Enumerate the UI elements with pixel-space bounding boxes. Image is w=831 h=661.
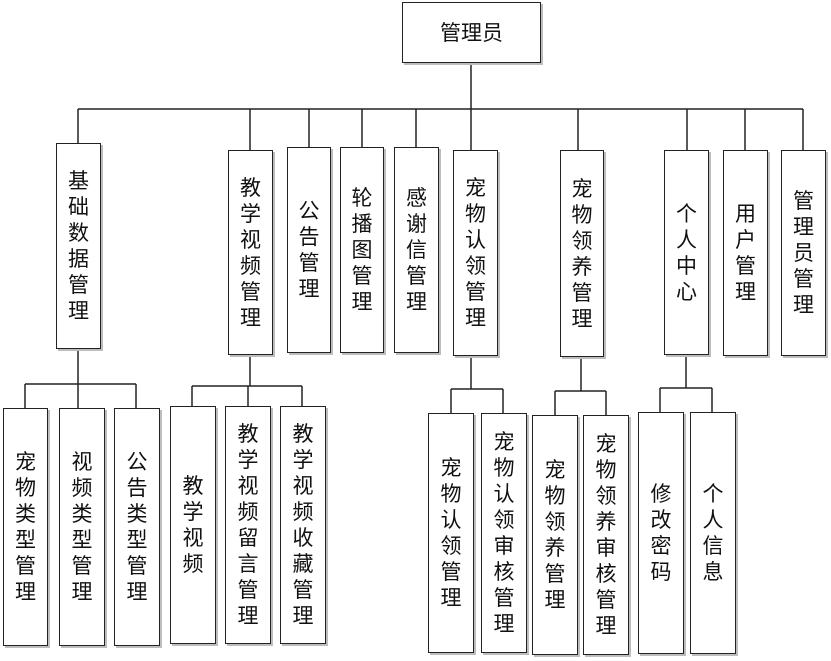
module-pet-adopt: 宠物领养管理 — [560, 150, 604, 357]
submodule-personal-info: 个人信息 — [690, 412, 736, 654]
module-basic-data-label: 基础数据管理 — [68, 169, 89, 323]
module-thank-letter-label: 感谢信管理 — [406, 186, 427, 314]
submodule-announcement-type: 公告类型管理 — [114, 408, 160, 646]
module-pet-claim-label: 宠物认领管理 — [465, 176, 486, 330]
module-basic-data: 基础数据管理 — [56, 143, 101, 349]
submodule-video-type-label: 视频类型管理 — [71, 450, 93, 604]
root-node-admin: 管理员 — [402, 2, 541, 63]
root-node-label: 管理员 — [440, 20, 503, 45]
module-pet-claim: 宠物认领管理 — [453, 150, 498, 356]
submodule-pet-type: 宠物类型管理 — [3, 408, 48, 646]
submodule-pet-adopt-review-label: 宠物领养审核管理 — [595, 432, 617, 638]
submodule-pet-claim: 宠物认领管理 — [428, 413, 474, 653]
module-personal-center-label: 个人中心 — [676, 201, 697, 304]
module-announcement-label: 公告管理 — [298, 199, 320, 301]
module-admin: 管理员管理 — [781, 150, 826, 356]
module-carousel-label: 轮播图管理 — [351, 186, 373, 314]
submodule-teaching-video-label: 教学视频 — [182, 474, 204, 576]
module-personal-center: 个人中心 — [664, 150, 709, 355]
module-thank-letter: 感谢信管理 — [394, 147, 439, 353]
submodule-video-favorite-label: 教学视频收藏管理 — [292, 422, 314, 628]
module-teaching-video-label: 教学视频管理 — [240, 175, 261, 330]
submodule-pet-claim-label: 宠物认领管理 — [440, 456, 462, 610]
submodule-pet-adopt-review: 宠物领养审核管理 — [583, 415, 629, 655]
submodule-change-password-label: 修改密码 — [650, 482, 672, 584]
submodule-teaching-video: 教学视频 — [170, 406, 216, 644]
submodule-announcement-type-label: 公告类型管理 — [126, 450, 148, 604]
module-pet-adopt-label: 宠物领养管理 — [571, 176, 593, 331]
submodule-video-comment: 教学视频留言管理 — [225, 406, 271, 644]
submodule-video-comment-label: 教学视频留言管理 — [237, 422, 259, 628]
module-user-label: 用户管理 — [735, 202, 756, 304]
submodule-pet-type-label: 宠物类型管理 — [15, 450, 36, 604]
module-user: 用户管理 — [723, 150, 768, 356]
submodule-video-type: 视频类型管理 — [59, 408, 105, 646]
submodule-pet-claim-review: 宠物认领审核管理 — [481, 413, 527, 653]
submodule-pet-adopt: 宠物领养管理 — [532, 415, 578, 655]
submodule-change-password: 修改密码 — [638, 412, 684, 654]
submodule-pet-claim-review-label: 宠物认领审核管理 — [493, 430, 515, 636]
submodule-video-favorite: 教学视频收藏管理 — [280, 406, 326, 644]
submodule-personal-info-label: 个人信息 — [702, 482, 724, 584]
submodule-pet-adopt-label: 宠物领养管理 — [544, 458, 566, 612]
module-announcement: 公告管理 — [287, 147, 331, 353]
module-teaching-video: 教学视频管理 — [228, 150, 273, 355]
module-admin-label: 管理员管理 — [793, 189, 814, 317]
module-carousel: 轮播图管理 — [340, 147, 384, 353]
